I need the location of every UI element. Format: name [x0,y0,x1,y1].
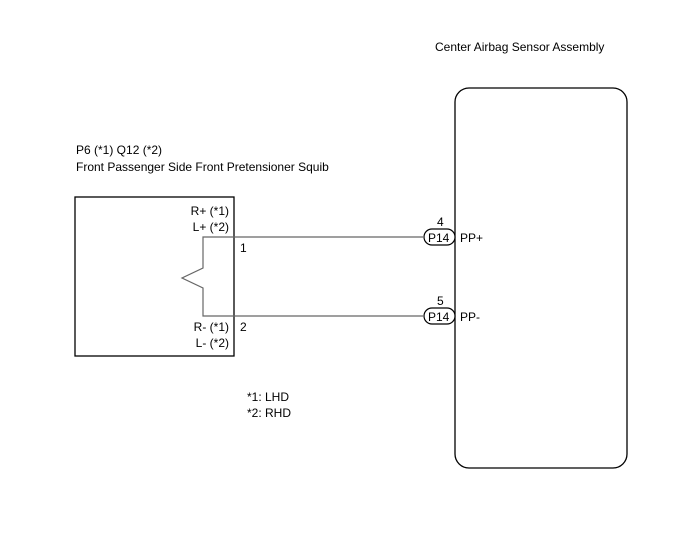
connector-code: P14 [428,310,450,324]
terminal-plus-rhd: L+ (*2) [193,220,229,234]
squib-box [74,196,235,357]
terminal-minus-rhd: L- (*2) [196,336,229,350]
squib-title: Front Passenger Side Front Pretensioner … [76,160,329,174]
signal-pp-plus: PP+ [460,231,483,245]
connector-pp-minus: 5 P14 PP- [423,294,480,325]
sensor-title: Center Airbag Sensor Assembly [435,40,604,54]
pin-5-label: 5 [437,294,444,308]
squib-resistor-wire [180,236,423,317]
connector-oval [423,228,456,246]
connector-oval [423,307,456,325]
pin-1-label: 1 [240,241,247,255]
note-lhd: *1: LHD [247,390,289,404]
pin-4-label: 4 [437,215,444,229]
squib-code: P6 (*1) Q12 (*2) [76,143,162,157]
terminal-plus-lhd: R+ (*1) [191,204,229,218]
signal-pp-minus: PP- [460,310,480,324]
connector-pp-plus: 4 P14 PP+ [423,215,483,246]
sensor-assembly-box [454,87,628,469]
connector-code: P14 [428,231,450,245]
terminal-minus-lhd: R- (*1) [194,320,229,334]
note-rhd: *2: RHD [247,406,291,420]
pin-2-label: 2 [240,320,247,334]
